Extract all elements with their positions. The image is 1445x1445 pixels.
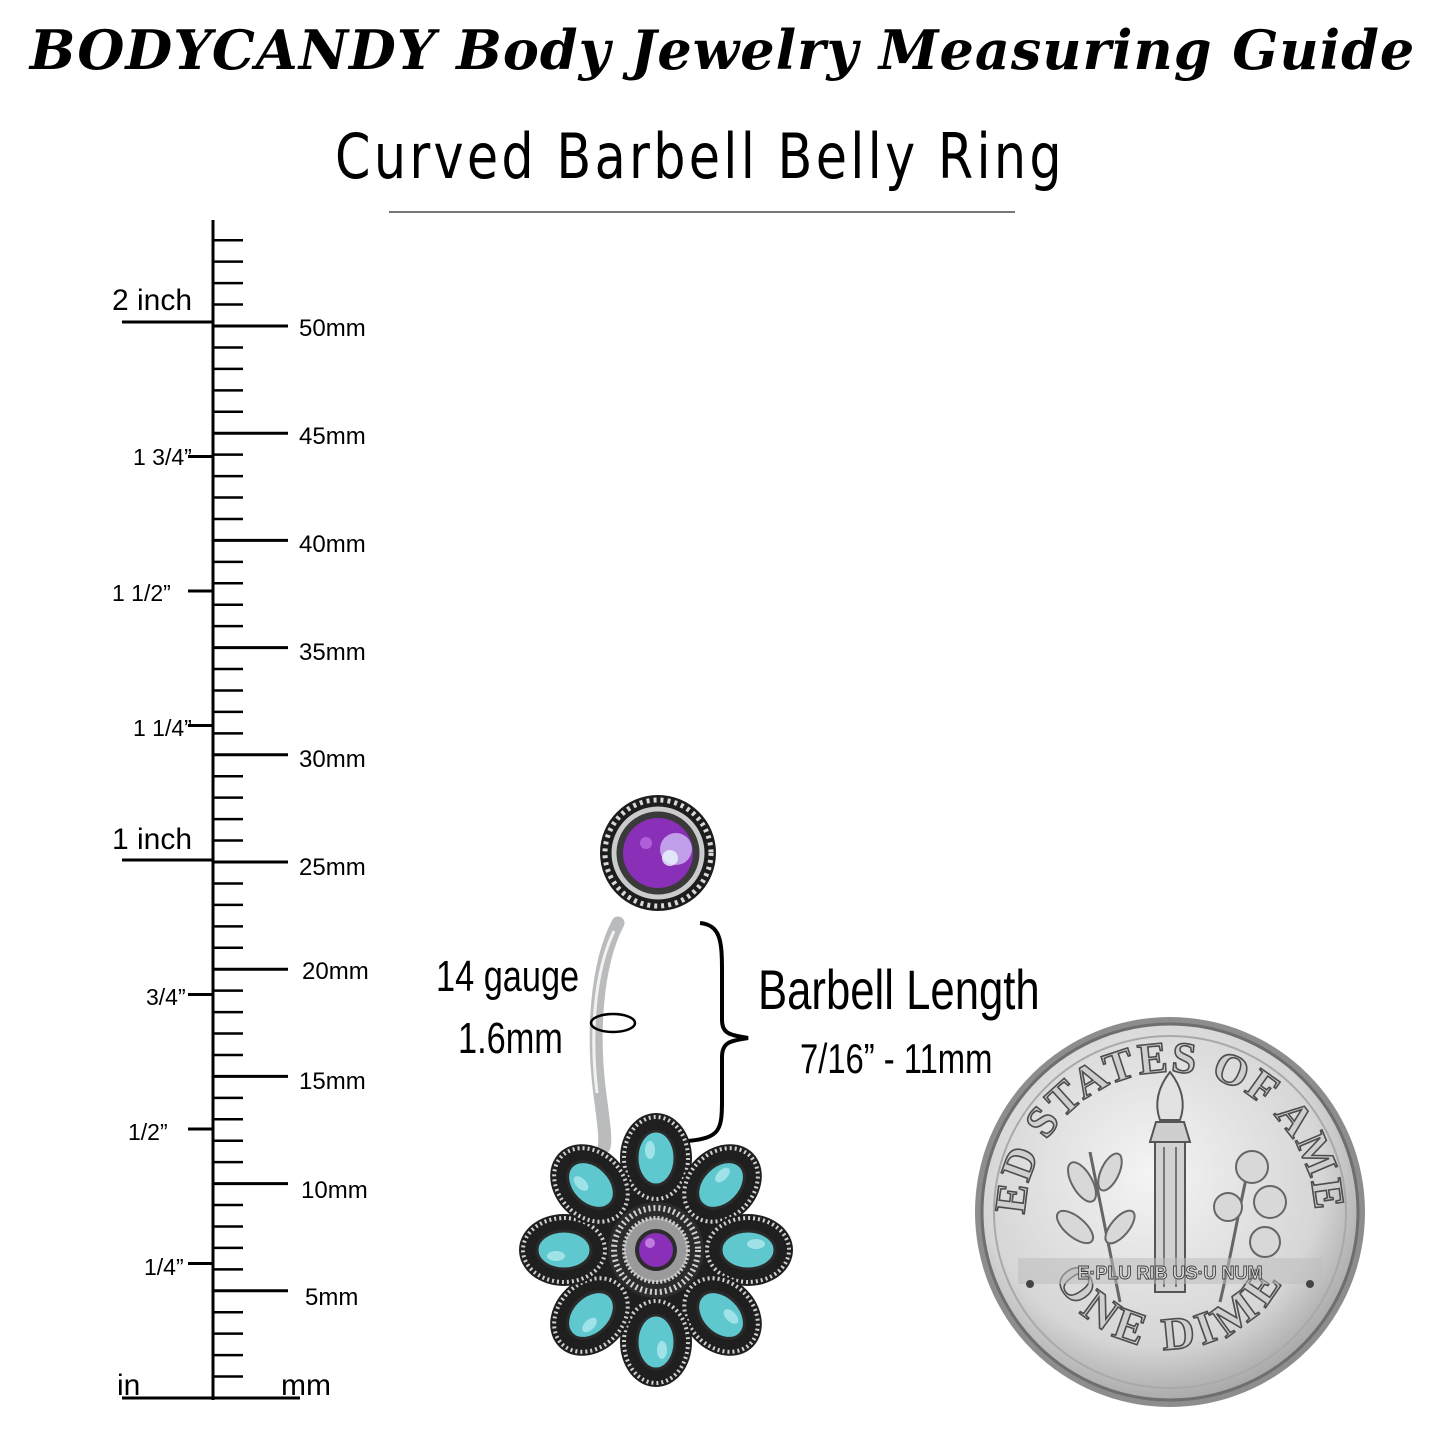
ruler-inch-label-1-3-4: 1 3/4” [133,444,192,470]
ruler-inch-label-2: 2 inch [112,284,192,317]
ruler-mm-label-25: 25mm [299,854,366,881]
flower-petals [519,1113,793,1387]
ruler-unit-in: in [117,1369,140,1402]
curved-barbell-shaft [589,916,625,1154]
barbell-length-label: Barbell Length [758,958,1040,1021]
turquoise-petal [550,1144,632,1226]
oak-branch-icon [1213,1150,1287,1303]
turquoise-flower-charm [519,1113,793,1387]
title-underline [389,211,1015,213]
product-title: Curved Barbell Belly Ring [335,120,1065,193]
ruler-inch-label-1-1-2: 1 1/2” [112,580,171,606]
dime-motto: E·PLU RIB US·U NUM [1078,1263,1263,1283]
barbell-length-bracket [687,921,749,1143]
belly-ring-illustration [519,795,793,1387]
ruler-mm-label-40: 40mm [299,531,366,558]
top-ball-gem [600,795,716,911]
olive-branch-icon [1055,1151,1136,1303]
barbell-length-value: 7/16” - 11mm [800,1035,993,1082]
turquoise-petal [703,1214,793,1286]
barbell-highlight [592,930,616,1094]
ruler-inch-label-3-4: 3/4” [146,984,186,1010]
ruler-mm-label-5: 5mm [305,1284,358,1311]
turquoise-petal [620,1113,692,1203]
ruler-lines [122,220,300,1400]
gauge-marker-ring [589,1012,637,1034]
turquoise-petal [550,1274,632,1356]
turquoise-petal [680,1144,762,1226]
ruler-inch-label-1-4: 1/4” [144,1254,184,1280]
gauge-label: 14 gauge [436,952,580,1001]
turquoise-petal [519,1214,609,1286]
ruler-mm-label-20: 20mm [302,958,369,985]
turquoise-petal [620,1297,692,1387]
ruler-mm-label-10: 10mm [301,1177,368,1204]
turquoise-petal [680,1274,762,1356]
ruler-unit-mm: mm [281,1369,331,1402]
ruler-mm-label-35: 35mm [299,639,366,666]
ruler-mm-label-30: 30mm [299,746,366,773]
ruler-mm-label-50: 50mm [299,315,366,342]
dime-coin-illustration: UNITED STATES OF AMERICA ONE DIME E·PLU … [970,1012,1365,1407]
measuring-ruler: 2 inch 1 3/4” 1 1/2” 1 1/4” 1 inch 3/4” … [112,220,369,1402]
ruler-mm-label-15: 15mm [299,1068,366,1095]
ruler-inch-label-1: 1 inch [112,823,192,856]
ruler-mm-label-45: 45mm [299,423,366,450]
gauge-mm-label: 1.6mm [458,1014,563,1063]
ruler-inch-label-1-2: 1/2” [128,1119,168,1145]
guide-title: BODYCANDY Body Jewelry Measuring Guide [29,18,1416,82]
ruler-inch-label-1-1-4: 1 1/4” [133,715,192,741]
